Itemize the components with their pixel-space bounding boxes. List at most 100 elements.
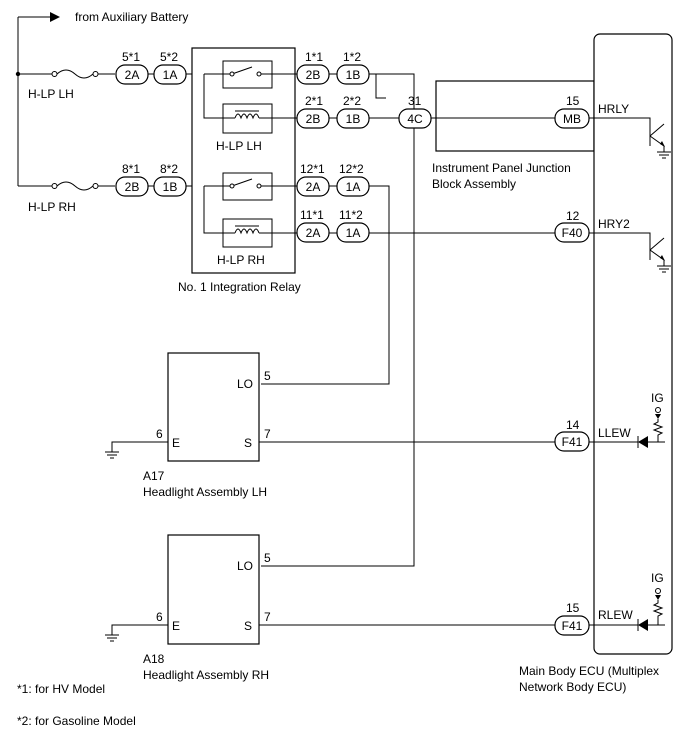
wire-lh-stub [369, 73, 386, 99]
wire-lh-lo [261, 185, 390, 385]
headlight-rh-name: Headlight Assembly RH [143, 668, 269, 682]
connector-label: 1A [346, 180, 361, 194]
headlight-rh-code: A18 [143, 652, 165, 666]
ecu-box [593, 33, 673, 655]
headlight-lh-name: Headlight Assembly LH [143, 485, 267, 499]
connector-label: 2B [306, 112, 321, 126]
pin-label: 15 [566, 94, 580, 108]
connector-label: 2B [306, 68, 321, 82]
pin-label: 2*2 [343, 94, 361, 108]
headlight-lh-s: S [244, 436, 252, 450]
pin-label: 11*2 [339, 208, 363, 222]
connector-label: 1B [163, 180, 178, 194]
connector-label: 2A [306, 226, 321, 240]
resistor-icon [652, 588, 664, 625]
wire [589, 232, 651, 240]
signal-hry2: HRY2 [598, 217, 630, 231]
pin-label: 6 [156, 610, 163, 624]
pin-label: 1*2 [343, 50, 361, 64]
relay-rh-wire [203, 178, 253, 234]
coil-lh-icon [223, 110, 297, 120]
ig-label: IG [651, 571, 664, 585]
pin-label: 5*1 [122, 50, 140, 64]
switch-contact [256, 183, 262, 189]
headlight-rh-lo: LO [237, 559, 253, 573]
headlight-lh-code: A17 [143, 469, 165, 483]
supply-label: from Auxiliary Battery [75, 10, 188, 24]
ground-icon [105, 634, 119, 642]
supply-section: from Auxiliary Battery H-LP LH H-LP RH [15, 10, 188, 214]
headlight-rh-e: E [172, 619, 180, 633]
junction-block-line2: Block Assembly [432, 177, 516, 191]
wire-rh-lo [261, 73, 415, 567]
headlight-rh-box [167, 534, 260, 645]
ground-icon [105, 451, 119, 459]
fuse-lh-label: H-LP LH [28, 87, 74, 101]
connector-label: 2A [125, 68, 140, 82]
signal-llew: LLEW [598, 426, 631, 440]
relay-rh-label: H-LP RH [217, 253, 265, 267]
footnote-2: *2: for Gasoline Model [17, 714, 136, 728]
connector-label: 1B [346, 112, 361, 126]
diode-icon [637, 436, 665, 448]
headlight-lh: LO E S 5 6 7 A17 Headlight Assembly LH [105, 352, 555, 499]
relay-lh-wire [203, 66, 253, 119]
relay-lh-label: H-LP LH [216, 139, 262, 153]
connector-label: 2A [306, 180, 321, 194]
pin-label: 6 [156, 427, 163, 441]
main-body-ecu: Main Body ECU (Multiplex Network Body EC… [519, 33, 673, 694]
fuse-rh-label: H-LP RH [28, 200, 76, 214]
switch-contact [229, 183, 235, 189]
pin-label: 31 [408, 94, 422, 108]
connector-label: 1A [163, 68, 178, 82]
connector-label: F41 [562, 435, 583, 449]
junction-block: 31 4C Instrument Panel Junction Block As… [398, 80, 595, 191]
relay-input-connectors: 5*1 5*2 2A 1A 8*1 8*2 2B 1B [115, 50, 204, 197]
connector-label: 4C [407, 112, 423, 126]
signal-hrly: HRLY [598, 102, 629, 116]
connector-label: 1B [346, 68, 361, 82]
pin-label: 12 [566, 209, 580, 223]
pin-label: 7 [264, 610, 271, 624]
switch-contact [256, 71, 262, 77]
pin-label: 14 [566, 418, 580, 432]
pin-label: 5 [264, 551, 271, 565]
signal-rlew: RLEW [598, 608, 633, 622]
headlight-lh-box [167, 352, 260, 462]
footnote-1: *1: for HV Model [17, 682, 105, 696]
resistor-icon [652, 407, 664, 442]
transistor-icon [649, 237, 671, 273]
connector-label: 2B [125, 180, 140, 194]
ig-label: IG [651, 391, 664, 405]
relay-output-connectors: 1*1 1*2 2B 1B 2*1 2*2 2B 1B 12*1 12*2 2A… [296, 50, 555, 243]
connector-label: MB [563, 112, 581, 126]
wire [589, 117, 651, 126]
arrow-left-icon [50, 12, 60, 22]
diode-icon [637, 619, 665, 631]
ecu-line1: Main Body ECU (Multiplex [519, 664, 659, 678]
coil-rh-icon [223, 225, 297, 235]
headlight-lh-lo: LO [237, 377, 253, 391]
connector-label: F40 [562, 226, 583, 240]
fuse-rh-icon [51, 181, 99, 191]
transistor-icon [649, 123, 671, 159]
connector-label: 1A [346, 226, 361, 240]
pin-label: 7 [264, 427, 271, 441]
pin-label: 12*1 [300, 162, 325, 176]
headlight-rh-s: S [244, 619, 252, 633]
integration-relay: H-LP LH H-LP RH No. 1 Integration Relay [178, 47, 301, 294]
pin-label: 11*1 [300, 208, 324, 222]
headlight-lh-e: E [172, 436, 180, 450]
pin-label: 15 [566, 601, 580, 615]
wire [111, 624, 168, 635]
pin-label: 8*1 [122, 162, 140, 176]
junction-block-line1: Instrument Panel Junction [432, 161, 571, 175]
pin-label: 5 [264, 369, 271, 383]
relay-name: No. 1 Integration Relay [178, 280, 301, 294]
fuse-lh-icon [51, 69, 99, 79]
pin-label: 1*1 [305, 50, 323, 64]
pin-label: 12*2 [339, 162, 364, 176]
ecu-line2: Network Body ECU) [519, 680, 626, 694]
pin-label: 5*2 [160, 50, 178, 64]
